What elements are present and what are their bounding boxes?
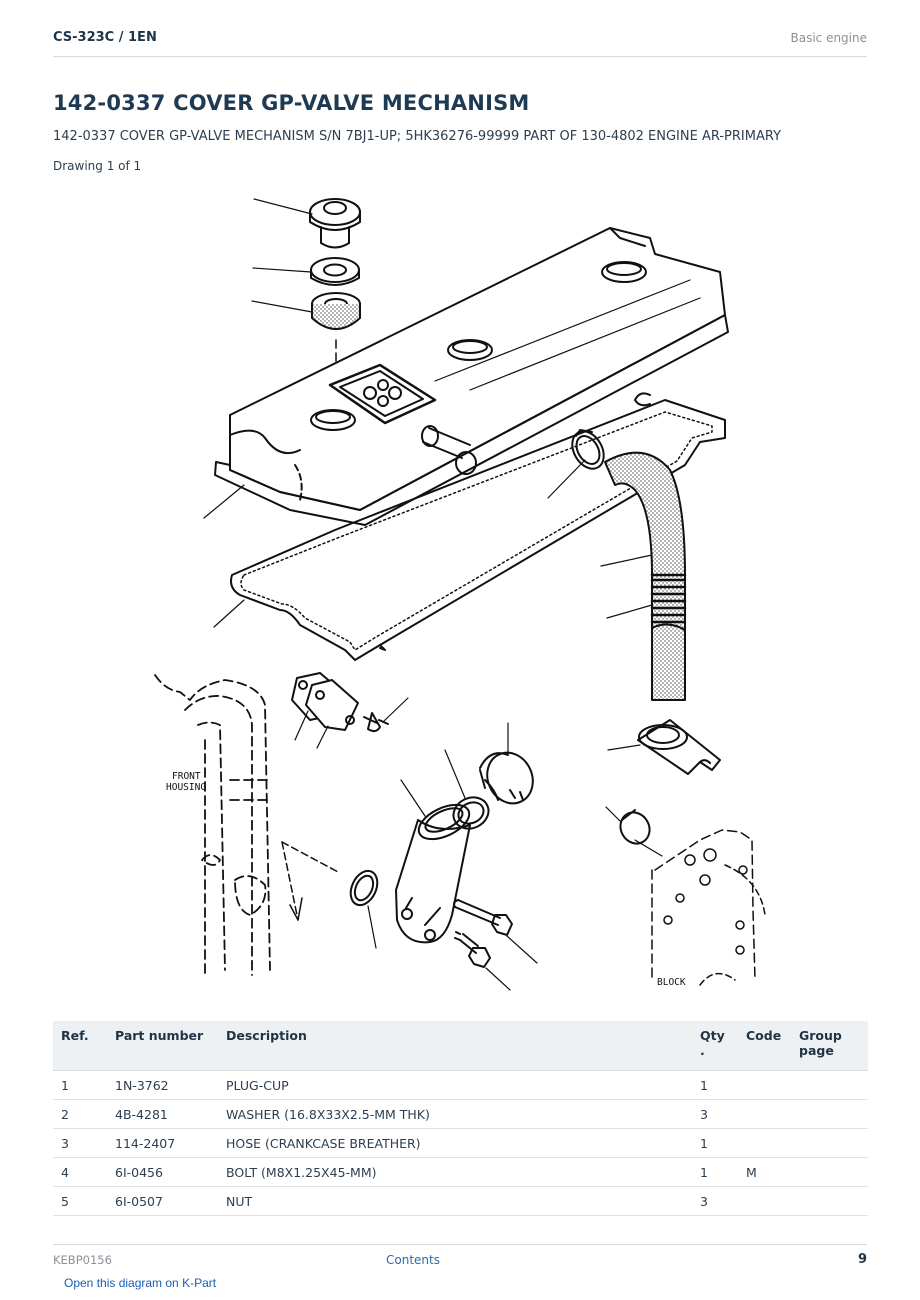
front-housing-label: FRONT (172, 771, 201, 782)
front-housing-label-line2: HOUSING (166, 782, 206, 793)
qty-cell: 3 (692, 1186, 738, 1216)
exploded-view-drawing: FRONT HOUSING BLOCK (154, 198, 766, 991)
part-number-cell: 114-2407 (107, 1128, 218, 1158)
table-row[interactable]: 3 114-2407 HOSE (CRANKCASE BREATHER) 1 (53, 1128, 868, 1158)
group-page-cell (791, 1186, 868, 1216)
parts-table-header: Ref. Part number Description Qty . Code … (53, 1021, 868, 1071)
ref-cell: 4 (53, 1157, 107, 1187)
page-subtitle: 142-0337 COVER GP-VALVE MECHANISM S/N 7B… (53, 129, 782, 144)
drawing-counter: Drawing 1 of 1 (53, 159, 142, 173)
group-page-cell (791, 1099, 868, 1129)
description-cell: NUT (218, 1186, 692, 1216)
ref-cell: 2 (53, 1099, 107, 1129)
parts-diagram[interactable]: FRONT HOUSING BLOCK (140, 180, 790, 1000)
open-in-kpart-link[interactable]: Open this diagram on K-Part (64, 1276, 217, 1290)
qty-cell: 3 (692, 1099, 738, 1129)
gasket-part (230, 392, 726, 661)
o-ring-part (349, 869, 379, 907)
hose-clamp-part (571, 429, 605, 470)
contents-link[interactable]: Contents (386, 1253, 440, 1267)
bracket-part (637, 719, 721, 775)
footer-divider (53, 1244, 867, 1245)
table-row[interactable]: 4 6I-0456 BOLT (M8X1.25X45-MM) 1 M (53, 1157, 868, 1187)
header-group-page[interactable]: Group page (791, 1021, 868, 1071)
ref-cell: 3 (53, 1128, 107, 1158)
table-row[interactable]: 5 6I-0507 NUT 3 (53, 1186, 868, 1216)
part-number-cell: 6I-0507 (107, 1186, 218, 1216)
model-label: CS-323C / 1EN (53, 30, 157, 45)
parts-table: Ref. Part number Description Qty . Code … (53, 1021, 868, 1216)
code-cell: M (738, 1157, 791, 1187)
header-description[interactable]: Description (218, 1021, 692, 1071)
o-ring-upper-part (452, 796, 490, 830)
qty-cell: 1 (692, 1157, 738, 1187)
section-label: Basic engine (790, 31, 867, 45)
part-number-cell: 1N-3762 (107, 1070, 218, 1100)
table-row[interactable]: 1 1N-3762 PLUG-CUP 1 (53, 1070, 868, 1100)
table-row[interactable]: 2 4B-4281 WASHER (16.8X33X2.5-MM THK) 3 (53, 1099, 868, 1129)
header-qty[interactable]: Qty . (692, 1021, 738, 1071)
group-page-cell (791, 1070, 868, 1100)
page-title: 142-0337 COVER GP-VALVE MECHANISM (53, 91, 530, 115)
code-cell (738, 1128, 791, 1158)
part-number-cell: 6I-0456 (107, 1157, 218, 1187)
header-ref[interactable]: Ref. (53, 1021, 107, 1071)
description-cell: BOLT (M8X1.25X45-MM) (218, 1157, 692, 1187)
header-code[interactable]: Code (738, 1021, 791, 1071)
code-cell (738, 1186, 791, 1216)
header-part-number[interactable]: Part number (107, 1021, 218, 1071)
code-cell (738, 1099, 791, 1129)
adapter-elbow-part (395, 803, 471, 944)
front-housing-outline (154, 674, 271, 976)
cover-plate-part (291, 672, 389, 733)
block-label: BLOCK (657, 977, 686, 988)
description-cell: HOSE (CRANKCASE BREATHER) (218, 1128, 692, 1158)
breather-hose-part (604, 451, 687, 701)
qty-cell: 1 (692, 1070, 738, 1100)
qty-cell: 1 (692, 1128, 738, 1158)
code-cell (738, 1070, 791, 1100)
valve-cover-part (214, 227, 729, 526)
part-number-cell: 4B-4281 (107, 1099, 218, 1129)
plug-cup-part (479, 751, 534, 805)
ref-cell: 1 (53, 1070, 107, 1100)
document-id: KEBP0156 (53, 1253, 112, 1267)
group-page-cell (791, 1128, 868, 1158)
description-cell: WASHER (16.8X33X2.5-MM THK) (218, 1099, 692, 1129)
small-plug-part (619, 809, 651, 845)
cap-screw-part (309, 198, 361, 249)
washer-part (310, 257, 360, 286)
ref-cell: 5 (53, 1186, 107, 1216)
bolt-part (453, 899, 513, 968)
page-number: 9 (857, 1252, 867, 1267)
grommet-part (311, 292, 361, 330)
description-cell: PLUG-CUP (218, 1070, 692, 1100)
page-header: CS-323C / 1EN Basic engine (53, 28, 867, 57)
group-page-cell (791, 1157, 868, 1187)
block-outline (651, 829, 766, 986)
